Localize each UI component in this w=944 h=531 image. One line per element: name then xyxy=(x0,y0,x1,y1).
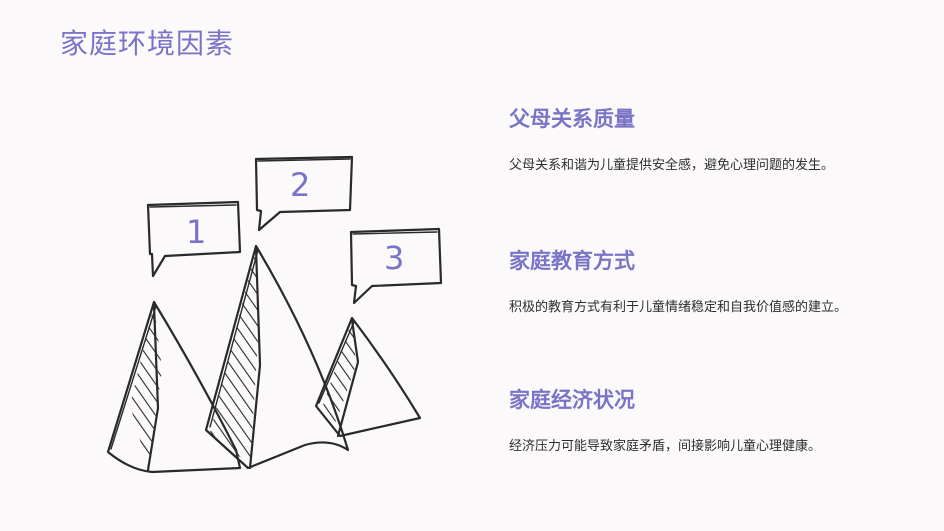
section-family-education: 家庭教育方式 积极的教育方式有利于儿童情绪稳定和自我价值感的建立。 xyxy=(509,245,869,317)
mountain-sketch-illustration: 1 2 3 xyxy=(106,155,443,474)
callout-number-2: 2 xyxy=(290,166,310,204)
callout-number-3: 3 xyxy=(384,239,404,277)
section-body: 积极的教育方式有利于儿童情绪稳定和自我价值感的建立。 xyxy=(509,300,848,315)
section-heading: 家庭教育方式 xyxy=(509,249,635,273)
section-heading: 父母关系质量 xyxy=(509,107,635,131)
callout-bubble-2: 2 xyxy=(254,155,354,232)
peak-3 xyxy=(314,316,422,438)
section-body: 经济压力可能导致家庭矛盾，间接影响儿童心理健康。 xyxy=(509,439,822,454)
section-family-economy: 家庭经济状况 经济压力可能导致家庭矛盾，间接影响儿童心理健康。 xyxy=(509,384,869,456)
section-parent-relationship: 父母关系质量 父母关系和谐为儿童提供安全感，避免心理问题的发生。 xyxy=(509,103,869,175)
callout-bubble-3: 3 xyxy=(349,227,443,305)
peak-1 xyxy=(106,300,242,474)
section-body: 父母关系和谐为儿童提供安全感，避免心理问题的发生。 xyxy=(509,158,835,173)
peak-2 xyxy=(204,244,350,470)
section-heading: 家庭经济状况 xyxy=(509,388,635,412)
page-title: 家庭环境因素 xyxy=(60,27,235,60)
callout-bubble-1: 1 xyxy=(146,200,242,278)
callout-number-1: 1 xyxy=(186,213,206,251)
